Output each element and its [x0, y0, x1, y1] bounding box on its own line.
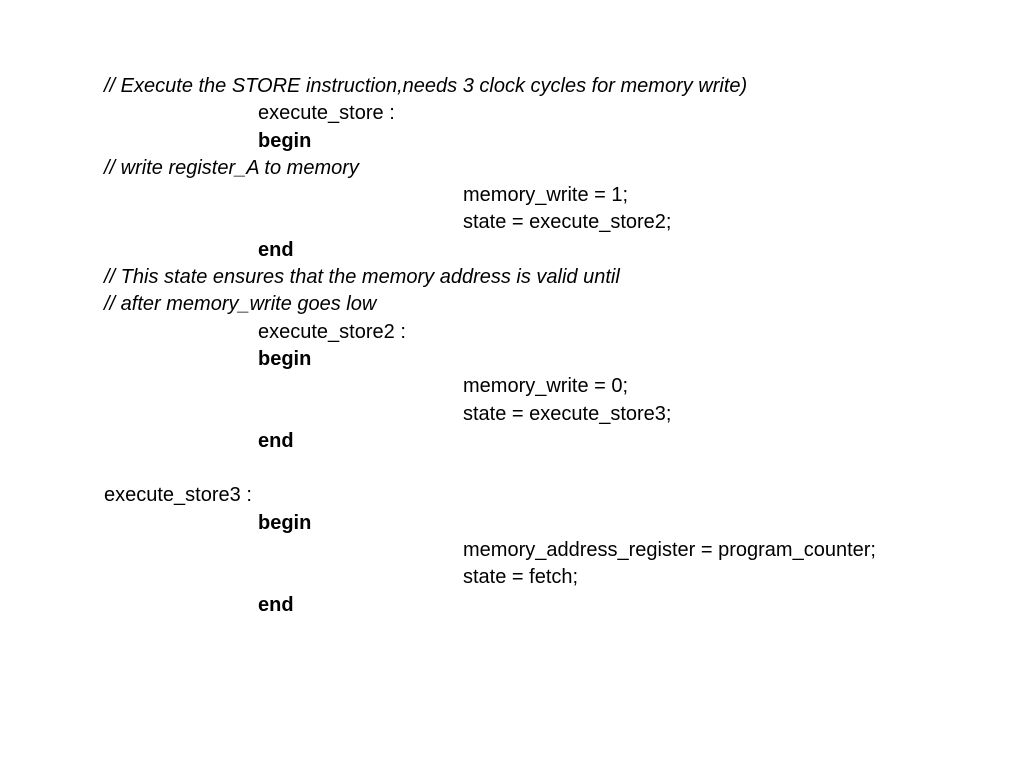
code-line: memory_address_register = program_counte…: [0, 537, 1024, 564]
code-line: execute_store :: [0, 100, 1024, 127]
comment-line: // This state ensures that the memory ad…: [104, 266, 620, 289]
state-label: execute_store :: [258, 102, 395, 125]
code-line: // write register_A to memory: [0, 155, 1024, 182]
statement: state = execute_store3;: [463, 402, 672, 425]
code-line: // after memory_write goes low: [0, 291, 1024, 318]
code-line: execute_store2 :: [0, 319, 1024, 346]
comment-line: // write register_A to memory: [104, 156, 359, 179]
code-line: // This state ensures that the memory ad…: [0, 264, 1024, 291]
begin-keyword: begin: [258, 129, 312, 152]
code-line: memory_write = 1;: [0, 182, 1024, 209]
comment-line: // Execute the STORE instruction,needs 3…: [104, 75, 748, 97]
code-line: state = fetch;: [0, 564, 1024, 591]
end-keyword: end: [258, 593, 294, 616]
begin-keyword: begin: [258, 347, 312, 370]
statement: memory_write = 1;: [463, 184, 629, 207]
code-line: state = execute_store3;: [0, 401, 1024, 428]
code-line: begin: [0, 346, 1024, 373]
state-label: execute_store3 :: [104, 484, 252, 507]
code-line: begin: [0, 510, 1024, 537]
begin-keyword: begin: [258, 511, 312, 534]
end-keyword: end: [258, 238, 294, 261]
comment-line: // after memory_write goes low: [104, 293, 377, 316]
statement: state = execute_store2;: [463, 211, 672, 234]
code-line: end: [0, 237, 1024, 264]
code-line: end: [0, 428, 1024, 455]
statement: memory_address_register = program_counte…: [463, 539, 876, 562]
code-line: // Execute the STORE instruction,needs 3…: [0, 73, 1024, 100]
statement: state = fetch;: [463, 566, 579, 589]
blank-line: [0, 455, 1024, 482]
statement: memory_write = 0;: [463, 375, 629, 398]
state-label: execute_store2 :: [258, 320, 406, 343]
end-keyword: end: [258, 429, 294, 452]
code-line: state = execute_store2;: [0, 209, 1024, 236]
code-line: memory_write = 0;: [0, 373, 1024, 400]
code-block: // Execute the STORE instruction,needs 3…: [0, 73, 1024, 619]
code-line: begin: [0, 128, 1024, 155]
code-line: execute_store3 :: [0, 482, 1024, 509]
code-line: end: [0, 592, 1024, 619]
